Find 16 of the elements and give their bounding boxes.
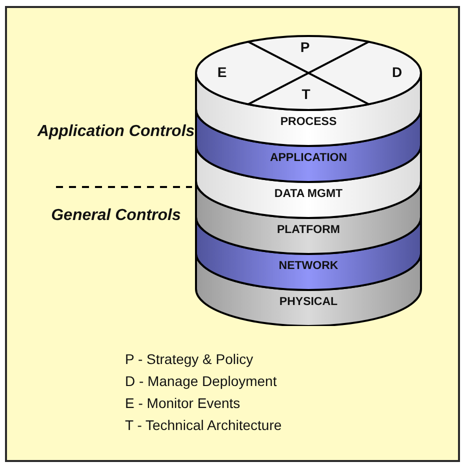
layer-label: PHYSICAL [279, 295, 338, 310]
layer-label: DATA MGMT [274, 187, 343, 202]
quadrant-letter: E [217, 65, 227, 79]
group-label: General Controls [50, 206, 182, 226]
layer-label: PROCESS [280, 115, 337, 130]
legend-text: E - Monitor Events [125, 394, 240, 412]
layer-label: APPLICATION [270, 151, 348, 166]
quadrant-letter: D [392, 65, 402, 79]
quadrant-letter: P [300, 40, 310, 54]
legend-text: D - Manage Deployment [125, 372, 277, 390]
group-label: Application Controls [36, 122, 196, 142]
quadrant-letter: T [302, 87, 310, 101]
legend-text: P - Strategy & Policy [125, 350, 254, 368]
layer-label: NETWORK [278, 259, 338, 274]
layer-label: PLATFORM [276, 223, 340, 238]
legend-text: T - Technical Architecture [125, 416, 282, 434]
